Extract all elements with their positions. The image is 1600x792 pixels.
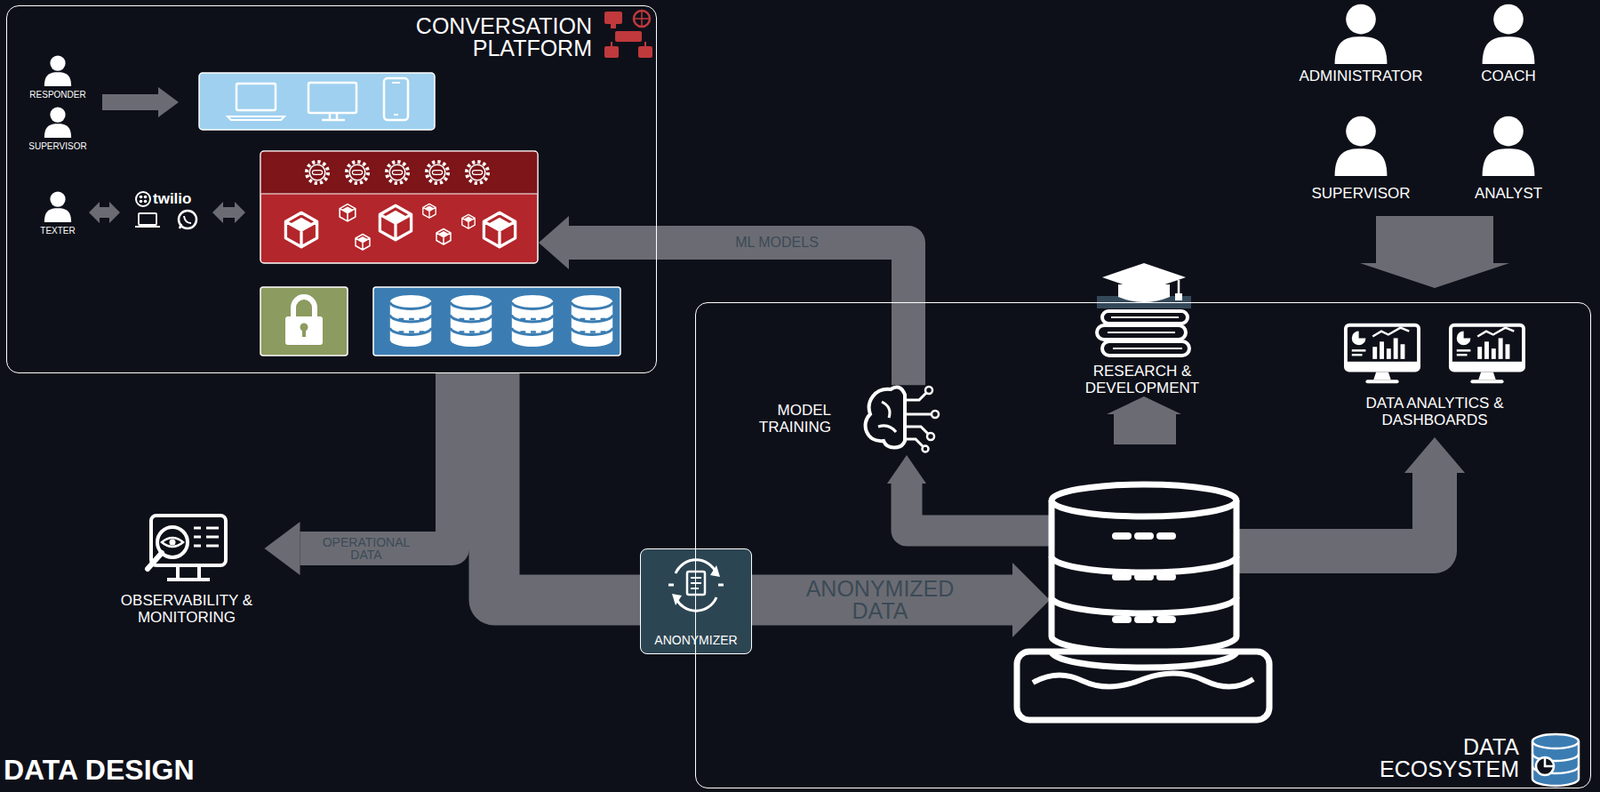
- flow-label: OPERATIONAL DATA: [317, 536, 416, 561]
- node-text: RESEARCH & DEVELOPMENT: [1066, 363, 1218, 397]
- band-shaft: [752, 575, 1013, 626]
- flow-label: ML MODELS: [723, 235, 831, 250]
- role-label: SUPERVISOR: [28, 141, 87, 152]
- role-label: TEXTER: [40, 225, 75, 236]
- arrowhead: [264, 521, 301, 576]
- node-text: OBSERVABILITY & MONITORING: [109, 592, 265, 626]
- analytics-node: DATA ANALYTICS & DASHBOARDS: [1345, 395, 1524, 429]
- role-label: SUPERVISOR: [1311, 184, 1410, 203]
- arrowhead: [538, 216, 569, 270]
- role-label: COACH: [1480, 67, 1536, 86]
- model-training-node: MODEL TRAINING: [749, 384, 947, 454]
- node-text: CONVERSATION PLATFORM: [387, 15, 592, 60]
- observability-node: OBSERVABILITY & MONITORING: [109, 511, 265, 630]
- role-label: ANALYST: [1474, 184, 1543, 203]
- research-node: RESEARCH & DEVELOPMENT: [1066, 363, 1218, 397]
- arrowhead: [1012, 562, 1050, 638]
- ecosystem-region: DATA ECOSYSTEM MODEL TRAINING RESEARCH & D…: [695, 302, 1592, 789]
- band-shaft: [494, 373, 640, 600]
- node-text: ANONYMIZER: [640, 632, 752, 648]
- node-text: DATA ECOSYSTEM: [1341, 736, 1520, 781]
- page-title: DATA DESIGN: [3, 753, 195, 787]
- vendor-logo-text: twilio: [152, 190, 192, 208]
- role-label: RESPONDER: [29, 89, 86, 100]
- flow-band: [538, 216, 909, 385]
- anonymizer-box: ANONYMIZER: [640, 548, 752, 655]
- node-text: DATA ANALYTICS & DASHBOARDS: [1345, 395, 1524, 429]
- role-label: ADMINISTRATOR: [1298, 67, 1423, 86]
- band-shaft: [300, 373, 454, 549]
- flow-band: [264, 373, 454, 576]
- flow-label: ANONYMIZED DATA: [791, 577, 969, 623]
- flow-band: [752, 562, 1050, 638]
- node-text: MODEL TRAINING: [749, 402, 832, 436]
- flow-band: [494, 373, 640, 600]
- platform-region: CONVERSATION PLATFORM: [6, 5, 657, 374]
